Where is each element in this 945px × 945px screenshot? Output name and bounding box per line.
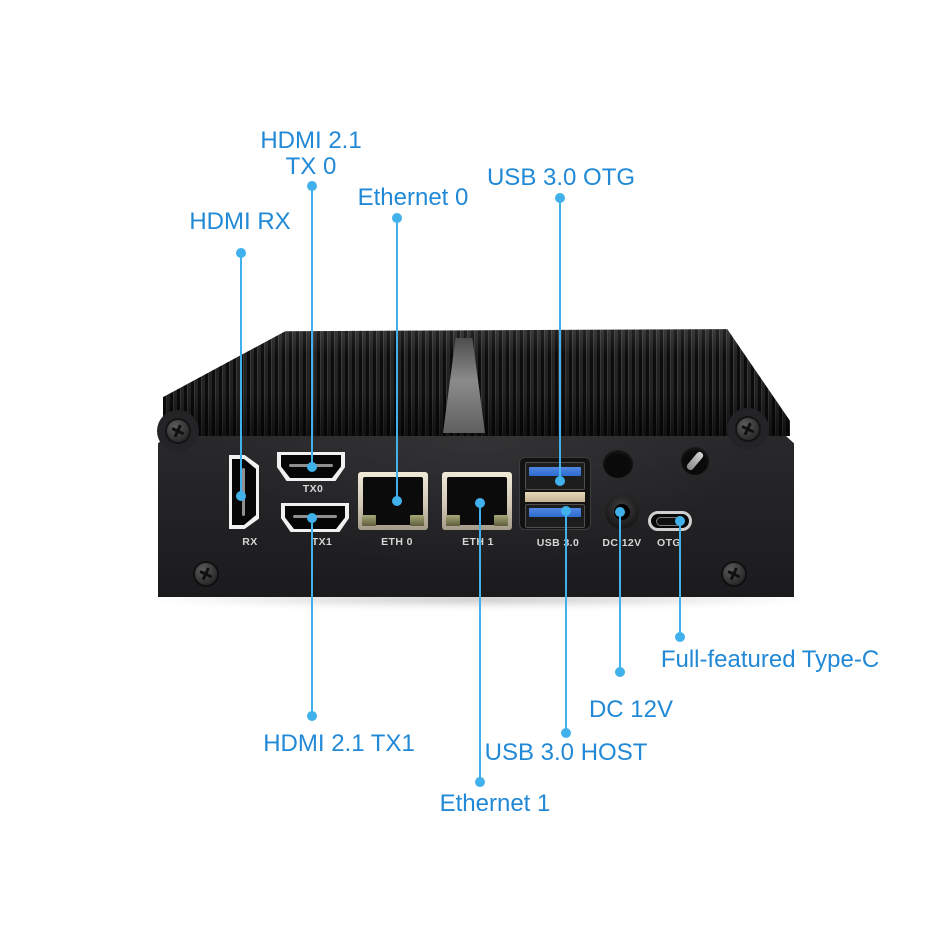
callout-hdmi-rx: HDMI RX (189, 208, 291, 235)
leader-type-c (675, 516, 685, 642)
port-label-tx0: TX0 (302, 483, 324, 495)
leader-hdmi-rx (236, 248, 246, 501)
port-label-eth1: ETH 1 (462, 536, 494, 548)
antenna-hole-right (681, 447, 709, 475)
port-label-tx1: TX1 (311, 536, 333, 548)
usb3-dual-port (519, 457, 591, 530)
callout-ethernet0: Ethernet 0 (357, 184, 469, 211)
screw-bottom-left-icon (195, 563, 217, 585)
usb3-otg-port (525, 462, 585, 490)
port-label-eth0: ETH 0 (381, 536, 413, 548)
callout-hdmi-tx0-line2: TX 0 (285, 153, 337, 180)
screw-bottom-right-icon (723, 563, 745, 585)
usbc-otg-port (648, 511, 692, 531)
leader-usb-otg (555, 193, 565, 486)
screw-top-right-icon (737, 418, 759, 440)
port-label-otg: OTG (657, 537, 681, 549)
port-label-rx: RX (242, 536, 258, 548)
callout-hdmi-tx1: HDMI 2.1 TX1 (263, 730, 415, 757)
callout-hdmi-tx0-line1: HDMI 2.1 (260, 127, 362, 154)
port-label-dc: DC 12V (602, 537, 642, 549)
callout-usb-otg: USB 3.0 OTG (486, 164, 636, 191)
leader-ethernet1 (475, 498, 485, 787)
callout-hdmi-tx0: HDMI 2.1 TX 0 (260, 128, 361, 180)
leader-usb-host (561, 506, 571, 738)
usb3-host-port (525, 504, 585, 528)
callout-type-c: Full-featured Type-C (660, 646, 880, 673)
callout-usb-host: USB 3.0 HOST (484, 739, 648, 766)
port-label-usb: USB 3.0 (536, 537, 580, 549)
screw-top-left-icon (167, 420, 189, 442)
leader-dc-12v (615, 507, 625, 677)
leader-hdmi-tx1 (307, 513, 317, 721)
antenna-hole-left (603, 450, 633, 478)
leader-hdmi-tx0 (307, 181, 317, 472)
leader-ethernet0 (392, 213, 402, 506)
callout-ethernet1: Ethernet 1 (439, 790, 551, 817)
callout-dc-12v: DC 12V (588, 696, 674, 723)
